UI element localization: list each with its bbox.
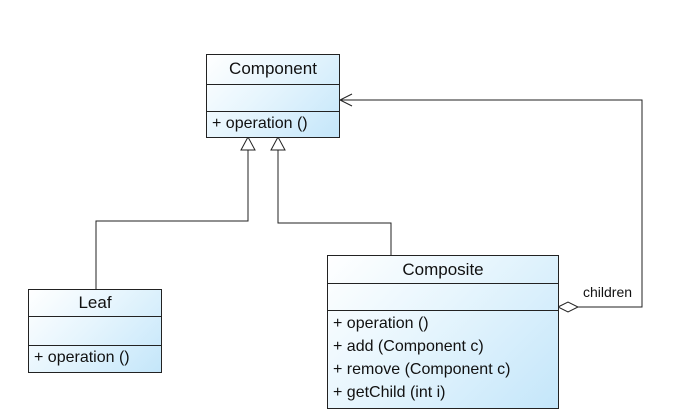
attributes-section <box>29 317 161 346</box>
class-name: Component <box>207 55 339 85</box>
operation: + operation () <box>212 115 308 132</box>
class-name: Composite <box>328 256 558 284</box>
children-role-label: children <box>583 284 633 300</box>
composite-generalization-arrow-icon <box>270 135 286 151</box>
operation: + remove (Component c) <box>333 361 511 378</box>
children-aggregation-line <box>340 99 643 308</box>
composite-generalization-line <box>277 150 392 255</box>
operations-section: + operation () <box>29 346 161 369</box>
attributes-section <box>207 85 339 112</box>
leaf-generalization-arrow-icon <box>240 135 256 151</box>
operation: + operation () <box>34 349 130 366</box>
leaf-class[interactable]: Leaf + operation () <box>28 289 162 373</box>
operation: + getChild (int i) <box>333 384 446 401</box>
operation: + operation () <box>333 315 429 332</box>
operations-section: + operation () <box>207 112 339 135</box>
component-class[interactable]: Component + operation () <box>206 54 340 138</box>
class-name: Leaf <box>29 290 161 317</box>
children-arrow-icon <box>338 93 353 107</box>
operation: + add (Component c) <box>333 338 484 355</box>
leaf-generalization-line <box>95 150 249 289</box>
composite-class[interactable]: Composite + operation () + add (Componen… <box>327 255 559 409</box>
aggregation-diamond-icon <box>556 301 580 313</box>
attributes-section <box>328 284 558 311</box>
operations-section: + operation () + add (Component c) + rem… <box>328 311 558 404</box>
